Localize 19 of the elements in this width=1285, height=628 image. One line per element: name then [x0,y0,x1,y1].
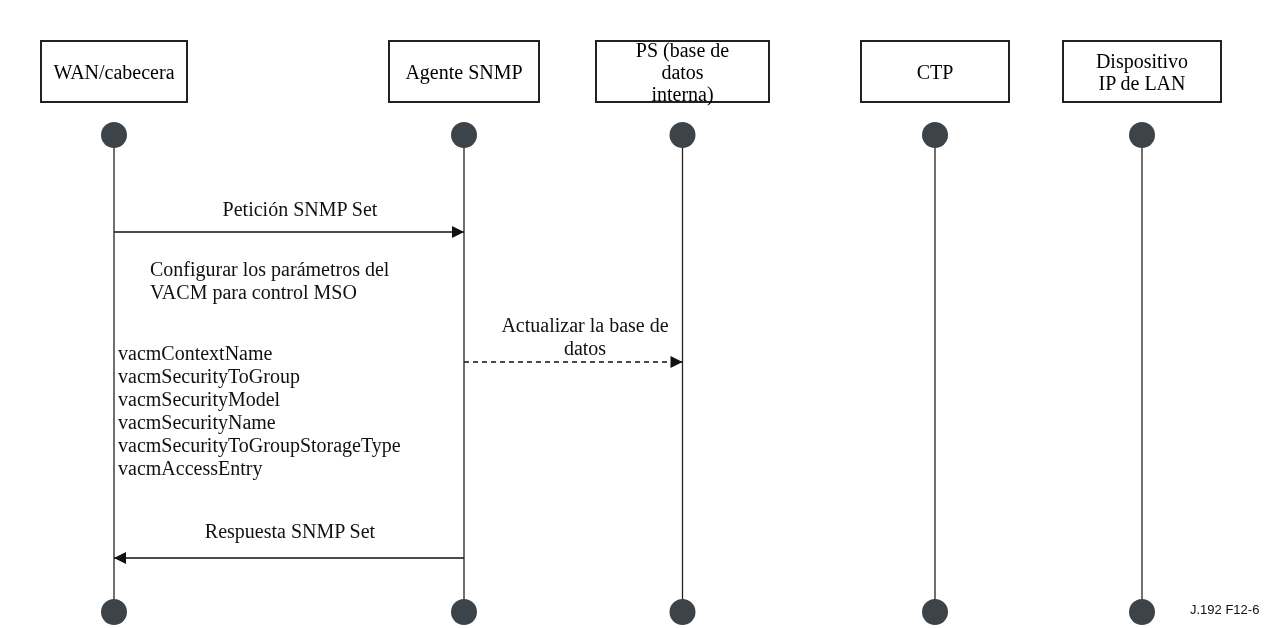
message-label: Respuesta SNMP Set [203,520,377,543]
parameter-name: vacmSecurityName [118,411,277,434]
message-arrow [463,356,684,368]
parameter-name: vacmSecurityModel [118,388,282,411]
message-label: Actualizar la base de datos [500,314,670,360]
message-arrow [113,552,465,564]
parameter-name: vacmContextName [118,342,274,365]
parameter-name: vacmSecurityToGroup [118,365,301,388]
figure-number: J.192 F12-6 [1190,601,1260,619]
participant-box: PS (base de datos interna) [595,40,770,103]
message-label: Petición SNMP Set [221,198,379,221]
note-text: Configurar los parámetros del VACM para control MSO [150,258,391,304]
participant-box: Dispositivo IP de LAN [1062,40,1222,103]
parameter-name: vacmAccessEntry [118,457,264,480]
participant-box: Agente SNMP [388,40,540,103]
participant-box: CTP [860,40,1010,103]
message-arrow [113,226,465,238]
parameter-name: vacmSecurityToGroupStorageType [118,434,402,457]
participant-box: WAN/cabecera [40,40,188,103]
